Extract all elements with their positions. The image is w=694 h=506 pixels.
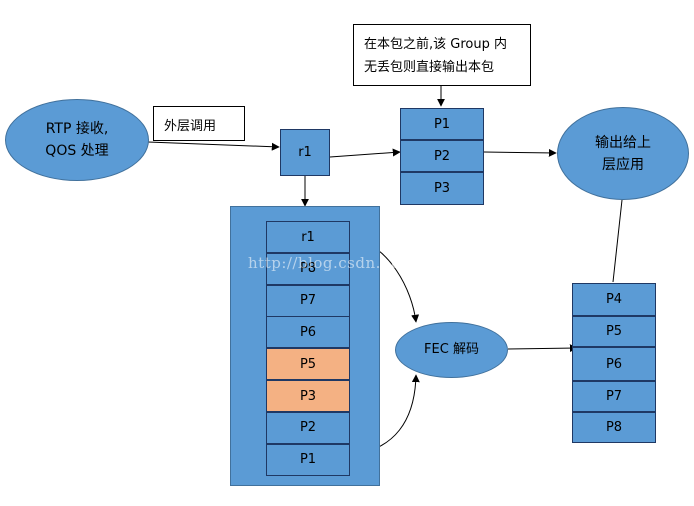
- group-rule-note: 在本包之前,该 Group 内 无丢包则直接输出本包: [353, 24, 531, 86]
- packet-label: P5: [605, 324, 623, 339]
- packet-label: P5: [299, 356, 317, 372]
- recovered-stack-cell: P7: [572, 381, 656, 412]
- recovered-stack-cell: P8: [572, 412, 656, 443]
- packet-label: P3: [299, 388, 317, 404]
- packet-label: P7: [605, 389, 623, 404]
- outer-call-note: 外层调用: [153, 106, 245, 141]
- packet-label: P8: [605, 420, 623, 435]
- watermark-text: http://blog.csdn.net/: [248, 254, 413, 272]
- recovered-stack-cell: P5: [572, 316, 656, 347]
- fec-decode-node: FEC 解码: [395, 322, 508, 378]
- upper-layer-node: 输出给上 层应用: [557, 107, 689, 200]
- packet-label: P1: [433, 116, 451, 132]
- buffer-stack-cell: P6: [266, 316, 350, 349]
- arrow-fec-to-recovered: [507, 344, 578, 353]
- arrow-r1-to-output: [329, 148, 401, 158]
- packet-label: P6: [605, 356, 623, 372]
- r1-label: r1: [298, 145, 312, 160]
- packet-label: P3: [433, 181, 451, 196]
- packet-label: P1: [299, 452, 317, 468]
- outer-call-label: 外层调用: [164, 119, 217, 134]
- packet-label: P2: [299, 420, 317, 436]
- arrow-rtp-to-r1: [147, 141, 280, 151]
- upper-node-line2: 层应用: [602, 156, 644, 173]
- packet-label: P2: [433, 148, 451, 164]
- output-stack-cell: P3: [400, 172, 484, 205]
- buffer-stack-cell: P5: [266, 348, 350, 381]
- buffer-stack-cell: P1: [266, 443, 350, 476]
- arrow-output-to-upper: [483, 148, 557, 157]
- packet-label: P8: [299, 261, 317, 277]
- output-stack-cell: P1: [400, 108, 484, 140]
- buffer-stack-cell: P3: [266, 380, 350, 412]
- rtp-node-line1: RTP 接收,: [45, 121, 109, 137]
- line-upper-to-recovered: [612, 199, 623, 283]
- fec-decode-label: FEC 解码: [424, 342, 479, 357]
- packet-label: P7: [299, 293, 317, 309]
- upper-node-line1: 输出给上: [595, 134, 651, 151]
- recovered-stack-cell: P6: [572, 347, 656, 381]
- packet-label: r1: [301, 229, 315, 245]
- group-rule-line2: 无丢包则直接输出本包: [364, 60, 495, 75]
- buffer-stack-cell: r1: [266, 221, 350, 253]
- packet-label: P6: [299, 324, 317, 340]
- recovered-stack-cell: P4: [572, 283, 656, 316]
- rtp-node-line2: QOS 处理: [45, 143, 109, 159]
- buffer-stack-cell: P2: [266, 411, 350, 444]
- buffer-stack-cell: P8: [266, 252, 350, 285]
- buffer-stack-cell: P7: [266, 284, 350, 317]
- packet-label: P4: [605, 292, 623, 307]
- group-rule-line1: 在本包之前,该 Group 内: [364, 37, 507, 52]
- output-stack-cell: P2: [400, 140, 484, 172]
- r1-node: r1: [280, 129, 330, 176]
- rtp-receive-node: RTP 接收, QOS 处理: [5, 99, 149, 181]
